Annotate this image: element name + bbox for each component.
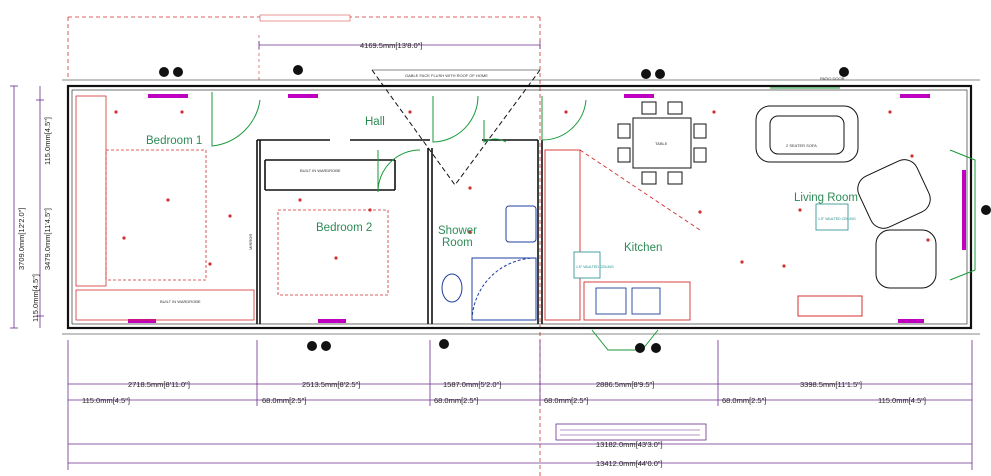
window-bedroom2 bbox=[288, 94, 318, 98]
gable-outline: GABLE FACE FLUSH WITH ROOF OF HOME bbox=[371, 69, 541, 186]
note-box bbox=[555, 423, 707, 441]
outer-walls bbox=[62, 79, 980, 335]
dim-partition2: 68.0mm[2.5"] bbox=[434, 396, 478, 405]
room-kitchen: Kitchen bbox=[624, 242, 662, 254]
dim-seg5: 3398.5mm[11'1.5"] bbox=[800, 380, 862, 389]
door-bedroom2 bbox=[377, 149, 421, 193]
dim-partition3: 68.0mm[2.5"] bbox=[544, 396, 588, 405]
dim-partition4: 68.0mm[2.5"] bbox=[722, 396, 766, 405]
table-label: TABLE bbox=[655, 141, 668, 146]
gable-note: GABLE FACE FLUSH WITH ROOF OF HOME bbox=[405, 73, 488, 78]
window-bedroom2-bottom bbox=[318, 319, 346, 323]
reference-markers bbox=[159, 65, 991, 353]
dim-seg4: 2886.5mm[8'9.5"] bbox=[596, 380, 654, 389]
windows bbox=[128, 94, 966, 323]
door-bottom-bay bbox=[591, 329, 659, 351]
toilet bbox=[441, 273, 463, 303]
armchair-2 bbox=[875, 229, 937, 289]
window-end bbox=[962, 170, 966, 250]
vaulted-kitchen-label: 1.5" VAULTED CEILING bbox=[576, 265, 614, 269]
dim-wall-right: 115.0mm[4.5"] bbox=[878, 396, 926, 405]
room-shower-line2: Room bbox=[442, 237, 473, 249]
partitions bbox=[256, 139, 543, 324]
room-shower-line1: Shower bbox=[438, 225, 477, 237]
dim-seg2: 2513.5mm[8'2.5"] bbox=[302, 380, 360, 389]
dim-overall-total: 13412.0mm[44'0.0"] bbox=[596, 459, 663, 468]
left-dimensions bbox=[10, 85, 44, 329]
vdim-bottom-wall: 115.0mm[4.5"] bbox=[31, 274, 40, 322]
window-bedroom1 bbox=[148, 94, 188, 98]
dim-seg1: 2718.5mm[8'11.0"] bbox=[128, 380, 190, 389]
kitchen-fixtures bbox=[544, 149, 701, 321]
bedroom2-furniture bbox=[277, 209, 389, 296]
door-shower bbox=[483, 120, 507, 143]
sofa bbox=[755, 105, 859, 163]
wardrobe-label-b1: BUILT IN WARDROBE bbox=[160, 299, 201, 304]
dim-seg3: 1587.0mm[5'2.0"] bbox=[443, 380, 501, 389]
window-kitchen bbox=[624, 94, 654, 98]
door-kitchen bbox=[541, 96, 587, 141]
dining-table bbox=[617, 101, 707, 185]
window-living bbox=[900, 94, 930, 98]
vaulted-ceiling-kitchen: 1.5" VAULTED CEILING bbox=[573, 251, 614, 279]
basin bbox=[505, 205, 537, 243]
room-hall: Hall bbox=[365, 116, 385, 128]
room-bedroom1: Bedroom 1 bbox=[146, 135, 202, 147]
vdim-top-wall: 115.0mm[4.5"] bbox=[43, 117, 52, 165]
armchair-1 bbox=[857, 159, 931, 229]
window-bedroom1-bottom bbox=[128, 319, 156, 323]
sink bbox=[595, 287, 627, 315]
dim-partition1: 68.0mm[2.5"] bbox=[262, 396, 306, 405]
shower-fixtures bbox=[441, 205, 537, 321]
room-bedroom2: Bedroom 2 bbox=[316, 222, 372, 234]
bedroom1-furniture bbox=[75, 95, 255, 321]
electrical-points bbox=[114, 110, 930, 268]
bottom-dimension-lines bbox=[67, 340, 973, 470]
vdim-inner: 3479.0mm[11'4.5"] bbox=[43, 208, 52, 270]
living-furniture bbox=[755, 105, 937, 317]
vaulted-living-label: 1.5" VAULTED CEILING bbox=[818, 217, 856, 221]
vdim-total: 3709.0mm[12'2.0"] bbox=[17, 208, 26, 270]
sofa-label: 2 SEATER SOFA bbox=[786, 143, 817, 148]
vaulted-ceiling-living: 1.5" VAULTED CEILING bbox=[815, 203, 856, 231]
top-dimension-label: 4169.5mm[13'8.0"] bbox=[360, 41, 422, 50]
door-living-end bbox=[949, 149, 976, 281]
patio-door-label: PATIO DOOR bbox=[820, 76, 845, 81]
dim-wall-left: 115.0mm[4.5"] bbox=[82, 396, 130, 405]
shower-tray bbox=[471, 257, 537, 321]
dim-inner-total: 13182.0mm[43'3.0"] bbox=[596, 440, 663, 449]
mirror-label: MIRROR bbox=[248, 234, 253, 250]
window-living-bottom bbox=[898, 319, 924, 323]
top-dimension: 4169.5mm[13'8.0"] bbox=[258, 41, 541, 50]
wardrobe-label-b2: BUILT IN WARDROBE bbox=[300, 168, 341, 173]
door-hall-main bbox=[432, 95, 479, 143]
door-bedroom1 bbox=[211, 92, 261, 147]
doors bbox=[211, 87, 976, 351]
room-living: Living Room bbox=[794, 192, 858, 204]
